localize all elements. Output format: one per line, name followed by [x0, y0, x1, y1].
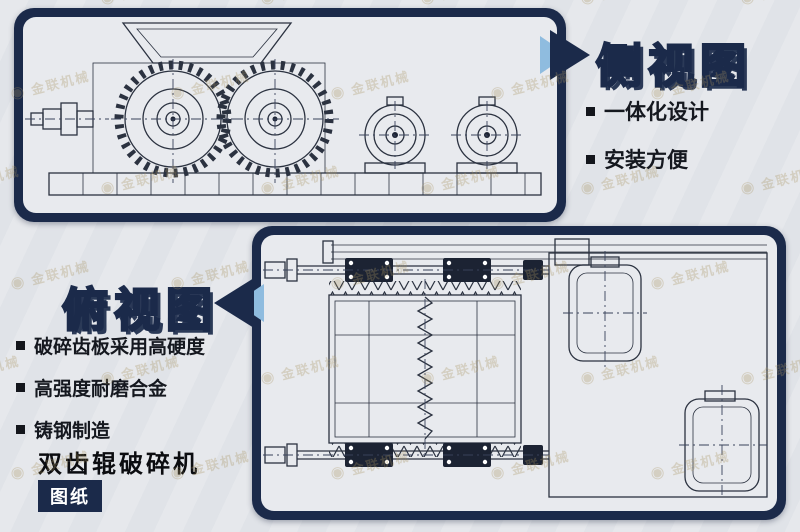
side-view-title: 侧视图: [595, 39, 752, 94]
side-view-drawing: [25, 22, 542, 196]
feature-item: 安装方便: [586, 144, 709, 174]
bullet-square-icon: [586, 154, 595, 164]
feature-label: 破碎齿板采用高硬度: [34, 337, 206, 358]
top-view-canvas: [261, 235, 777, 511]
watermark-text: ◉ 金联机械: [0, 0, 22, 8]
arrow-right-icon: [540, 30, 590, 80]
feature-label: 铸钢制造: [34, 421, 111, 442]
side-view-features: 一体化设计 安装方便: [586, 96, 709, 192]
product-title: 双齿辊破碎机: [38, 451, 200, 478]
watermark-text: ◉ 金联机械: [739, 0, 800, 8]
feature-label: 安装方便: [604, 149, 688, 172]
drawing-badge: 图纸: [38, 480, 102, 512]
bullet-square-icon: [586, 106, 595, 116]
bullet-square-icon: [16, 425, 25, 434]
side-view-panel: [14, 8, 566, 222]
feature-label: 高强度耐磨合金: [34, 379, 168, 400]
watermark-text: ◉ 金联机械: [579, 0, 662, 8]
top-view-features: 破碎齿板采用高硬度 高强度耐磨合金 铸钢制造: [16, 332, 205, 458]
feature-item: 高强度耐磨合金: [16, 374, 205, 401]
feature-item: 铸钢制造: [16, 416, 205, 443]
top-view-title: 俯视图: [61, 283, 218, 338]
top-view-panel: [252, 226, 786, 520]
bullet-square-icon: [16, 383, 25, 392]
arrow-left-icon: [214, 278, 264, 328]
watermark-text: ◉ 金联机械: [739, 163, 800, 198]
feature-item: 破碎齿板采用高硬度: [16, 332, 205, 359]
top-view-drawing: [263, 238, 768, 498]
feature-item: 一体化设计: [586, 96, 709, 126]
feature-label: 一体化设计: [604, 101, 709, 124]
bullet-square-icon: [16, 341, 25, 350]
side-view-canvas: [23, 17, 557, 213]
